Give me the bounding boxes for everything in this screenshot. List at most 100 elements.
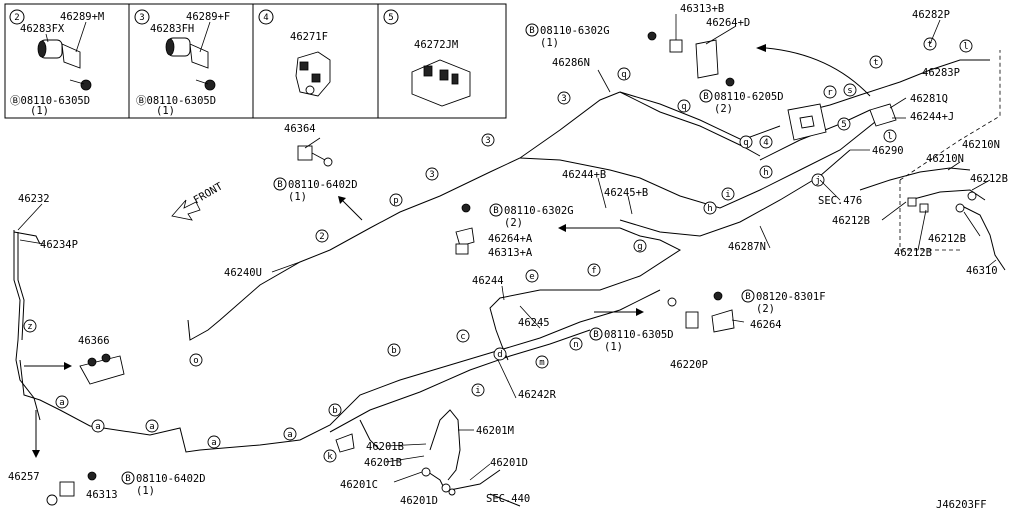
part-label: 46290	[872, 145, 904, 157]
part-label: 46244+J	[910, 111, 954, 123]
inset-part-label: 46289+F	[186, 11, 230, 23]
clip-marker: j	[811, 173, 825, 187]
clip-marker: a	[55, 395, 69, 409]
bolt-qty: (1)	[30, 105, 49, 117]
part-label: 46201B	[364, 457, 402, 469]
part-label: 46240U	[224, 267, 262, 279]
clip-marker: z	[23, 319, 37, 333]
clip-marker: 3	[481, 133, 495, 147]
svg-text:B: B	[593, 330, 598, 340]
part-label: 46257	[8, 471, 40, 483]
clip-marker: h	[759, 165, 773, 179]
bolt-callout: B 08110-6302G (2)	[489, 203, 574, 229]
part-label: 46264+A	[488, 233, 533, 245]
part-labels: 46232 46234P 46240U 46364 46366 46257 46…	[8, 3, 1008, 511]
svg-text:08110-6305D: 08110-6305D	[604, 329, 674, 341]
svg-text:08110-6402D: 08110-6402D	[288, 179, 358, 191]
inset-part-label: 46289+M	[60, 11, 104, 23]
part-label: 46244	[472, 275, 504, 287]
svg-text:q: q	[743, 138, 748, 148]
part-label: 46212B	[928, 233, 966, 245]
part-label: 46366	[78, 335, 110, 347]
inset-part-label: 46283FX	[20, 23, 65, 35]
svg-text:e: e	[529, 272, 534, 282]
part-label: 46220P	[670, 359, 708, 371]
clip-marker: h	[703, 201, 717, 215]
inset-number: 5	[388, 13, 393, 23]
clip-marker: 3	[557, 91, 571, 105]
part-label: 46201C	[340, 479, 378, 491]
svg-text:t: t	[873, 58, 878, 68]
part-label: 46242R	[518, 389, 557, 401]
svg-text:(2): (2)	[714, 103, 733, 115]
svg-text:B: B	[703, 92, 708, 102]
bolt-callout: B 08110-6402D (1)	[273, 177, 358, 203]
part-label: SEC.476	[818, 195, 862, 207]
diagram-code: J46203FF	[936, 499, 987, 511]
svg-text:a: a	[149, 422, 154, 432]
svg-text:3: 3	[485, 136, 490, 146]
svg-text:B: B	[125, 474, 130, 484]
svg-text:B: B	[277, 180, 282, 190]
part-label: 46210N	[962, 139, 1000, 151]
clip-part	[411, 59, 471, 107]
part-label: 46245	[518, 317, 550, 329]
clip-marker: q	[677, 99, 691, 113]
svg-text:B: B	[529, 26, 534, 36]
clip-marker: b	[387, 343, 401, 357]
leader-lines	[17, 14, 997, 483]
bolt-callout: B 08110-6305D (1)	[589, 327, 674, 353]
bolt-callout: B 08110-6402D (1)	[121, 471, 206, 497]
svg-text:3: 3	[429, 170, 434, 180]
svg-text:(1): (1)	[136, 485, 155, 497]
part-label: 46201D	[490, 457, 528, 469]
part-label: 46201D	[400, 495, 438, 507]
svg-text:a: a	[59, 398, 64, 408]
part-label: 46364	[284, 123, 316, 135]
svg-text:5: 5	[841, 120, 846, 130]
svg-text:i: i	[725, 190, 730, 200]
part-label: 46232	[18, 193, 50, 205]
svg-text:4: 4	[763, 138, 768, 148]
clip-marker: l	[959, 39, 973, 53]
part-label: 46286N	[552, 57, 590, 69]
clip-marker: o	[189, 353, 203, 367]
svg-text:B: B	[493, 206, 498, 216]
part-label: 46310	[966, 265, 998, 277]
svg-text:o: o	[193, 356, 198, 366]
svg-text:08110-6302G: 08110-6302G	[540, 25, 610, 37]
direction-arrows	[24, 44, 871, 507]
svg-text:a: a	[287, 430, 292, 440]
svg-text:d: d	[497, 350, 502, 360]
svg-text:f: f	[591, 266, 596, 276]
svg-text:i: i	[475, 386, 480, 396]
svg-text:(2): (2)	[504, 217, 523, 229]
clip-marker: d	[493, 347, 507, 361]
clip-marker: s	[843, 83, 857, 97]
inset-number: 2	[14, 13, 19, 23]
svg-text:h: h	[763, 168, 768, 178]
bolt-callout: B 08120-8301F (2)	[741, 289, 826, 315]
inset-part-label: 46283FH	[150, 23, 194, 35]
clip-marker: i	[471, 383, 485, 397]
svg-text:b: b	[391, 346, 396, 356]
svg-text:q: q	[621, 70, 626, 80]
clip-marker: i	[721, 187, 735, 201]
clip-part	[295, 51, 331, 97]
clip-marker: n	[569, 337, 583, 351]
clip-marker: a	[91, 419, 105, 433]
svg-text:l: l	[887, 132, 892, 142]
part-label: 46287N	[728, 241, 766, 253]
inset-panels: 2 46289+M 46283FX Ⓑ08110-6305D (1) 3 462…	[4, 3, 507, 119]
bolt-callout: B 08110-6302G (1)	[525, 23, 610, 49]
part-label: 46244+B	[562, 169, 606, 181]
svg-text:s: s	[847, 86, 852, 96]
svg-text:(1): (1)	[288, 191, 307, 203]
bolt-spec: Ⓑ08110-6305D	[136, 95, 216, 107]
inset-part-label: 46271F	[290, 31, 328, 43]
svg-text:r: r	[827, 88, 833, 98]
part-label: 46201B	[366, 441, 404, 453]
bolt-qty: (1)	[156, 105, 175, 117]
